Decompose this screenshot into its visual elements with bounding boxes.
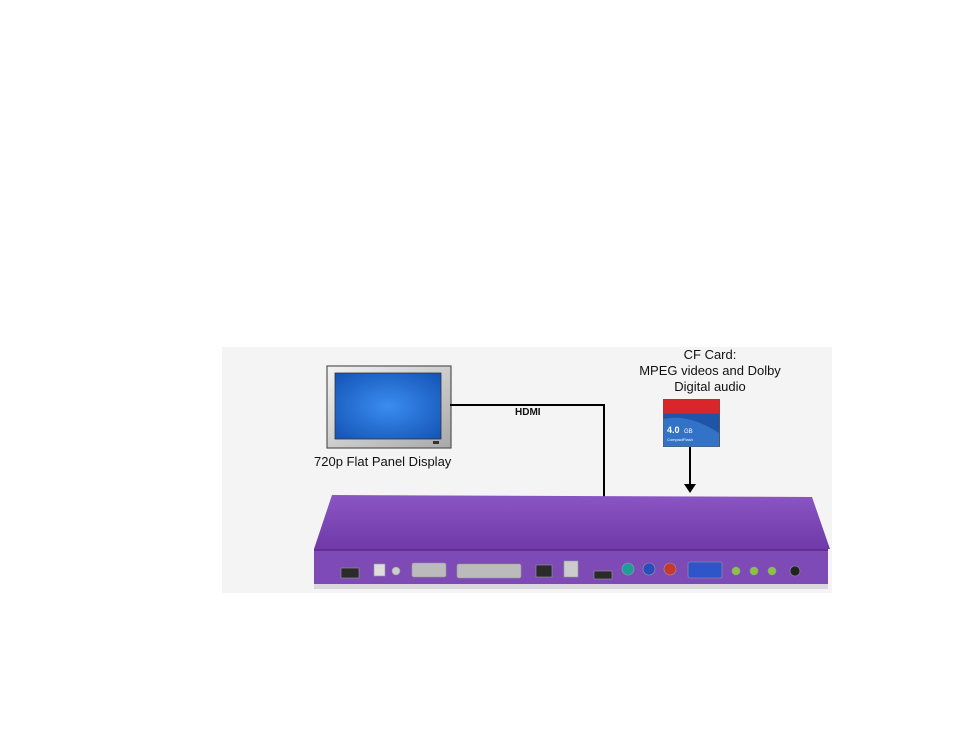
cf-caption-line: Digital audio bbox=[674, 379, 746, 394]
cf-card-unit: GB bbox=[684, 429, 693, 435]
hdmi-label: HDMI bbox=[515, 407, 541, 418]
diagram-canvas: 720p Flat Panel Display CF Card: MPEG vi… bbox=[222, 347, 832, 593]
media-player-device bbox=[314, 495, 830, 589]
cf-line-vertical bbox=[689, 447, 691, 485]
cf-caption-line: MPEG videos and Dolby bbox=[639, 363, 781, 378]
cf-card-icon: 4.0 GB CompactFlash bbox=[663, 399, 720, 447]
display-caption: 720p Flat Panel Display bbox=[314, 454, 452, 469]
cf-card-brand: CompactFlash bbox=[667, 437, 693, 442]
flat-panel-display-icon bbox=[326, 365, 452, 449]
cf-arrow-icon bbox=[684, 484, 696, 493]
cf-card-caption: CF Card: MPEG videos and Dolby Digital a… bbox=[615, 347, 805, 395]
cf-card-capacity: 4.0 bbox=[667, 425, 680, 435]
cf-caption-line: CF Card: bbox=[683, 347, 737, 362]
hdmi-line-horizontal bbox=[450, 404, 605, 406]
hdmi-line-vertical bbox=[603, 404, 605, 557]
display-screen bbox=[334, 372, 442, 440]
